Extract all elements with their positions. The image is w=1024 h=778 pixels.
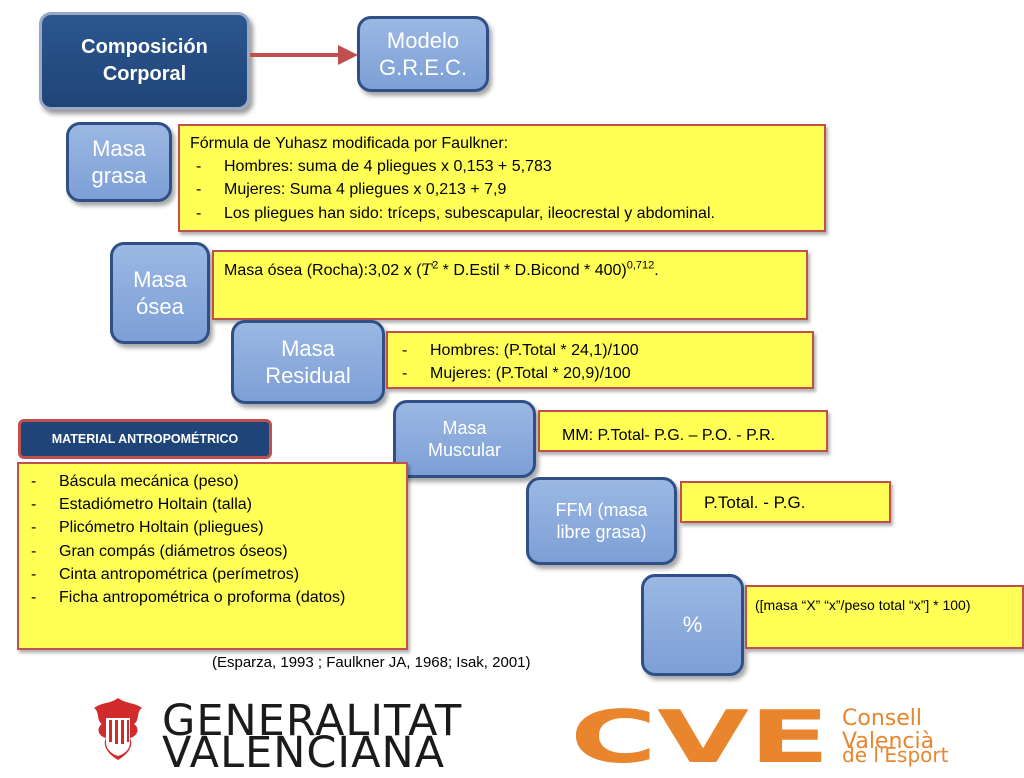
grasa-formula-title: Fórmula de Yuhasz modificada por Faulkne… <box>190 135 509 152</box>
cve-logo-icon: CVE <box>570 704 830 766</box>
list-item: Hombres: suma de 4 pliegues x 0,153 + 5,… <box>190 155 814 178</box>
osea-formula: Masa ósea (Rocha):3,02 x (T2 * D.Estil *… <box>224 259 659 279</box>
list-item: Cinta antropométrica (perímetros) <box>25 563 400 586</box>
ffm-panel: P.Total. - P.G. <box>680 481 891 523</box>
list-item: Estadiómetro Holtain (talla) <box>25 493 400 516</box>
composicion-corporal-box: Composición Corporal <box>39 12 250 110</box>
list-item: Gran compás (diámetros óseos) <box>25 540 400 563</box>
list-item: Plicómetro Holtain (pliegues) <box>25 516 400 539</box>
masa-muscular-box: Masa Muscular <box>393 400 536 478</box>
cve-logo-line2: Valencià <box>842 729 935 754</box>
list-item: Mujeres: Suma 4 pliegues x 0,213 + 7,9 <box>190 178 814 201</box>
list-item: Mujeres: (P.Total * 20,9)/100 <box>396 362 804 385</box>
masa-residual-box: Masa Residual <box>231 320 385 404</box>
masa-osea-panel: Masa ósea (Rocha):3,02 x (T2 * D.Estil *… <box>212 250 808 320</box>
generalitat-emblem-icon <box>94 698 142 760</box>
list-item: Ficha antropométrica o proforma (datos) <box>25 586 400 609</box>
list-item: Los pliegues han sido: tríceps, subescap… <box>190 202 814 225</box>
cve-logo-line3: de l'Esport <box>842 743 949 767</box>
list-item: Hombres: (P.Total * 24,1)/100 <box>396 339 804 362</box>
masa-grasa-panel: Fórmula de Yuhasz modificada por Faulkne… <box>178 124 826 232</box>
masa-grasa-box: Masa grasa <box>66 122 172 202</box>
masa-residual-panel: Hombres: (P.Total * 24,1)/100 Mujeres: (… <box>386 331 814 389</box>
material-list: Báscula mecánica (peso) Estadiómetro Hol… <box>25 470 400 609</box>
generalitat-logo-line2: VALENCIANA <box>162 728 446 778</box>
material-panel: Báscula mecánica (peso) Estadiómetro Hol… <box>17 462 408 650</box>
modelo-grec-box: Modelo G.R.E.C. <box>357 16 489 92</box>
cve-mark-text: CVE <box>570 704 830 766</box>
cve-logo-line1: Consell <box>842 706 922 731</box>
residual-formula-list: Hombres: (P.Total * 24,1)/100 Mujeres: (… <box>396 339 804 386</box>
arrow-icon <box>250 45 358 65</box>
reference-text: (Esparza, 1993 ; Faulkner JA, 1968; Isak… <box>212 654 531 671</box>
ffm-box: FFM (masa libre grasa) <box>526 477 677 565</box>
porcentaje-box: % <box>641 574 744 676</box>
grasa-formula-list: Hombres: suma de 4 pliegues x 0,153 + 5,… <box>190 155 814 225</box>
generalitat-logo-line1: GENERALITAT <box>162 696 463 746</box>
masa-muscular-panel: MM: P.Total- P.G. – P.O. - P.R. <box>538 410 828 452</box>
masa-osea-box: Masa ósea <box>110 242 210 344</box>
porcentaje-panel: ([masa “X” “x”/peso total “x”] * 100) <box>745 585 1024 649</box>
material-title-box: MATERIAL ANTROPOMÉTRICO <box>18 419 272 459</box>
list-item: Báscula mecánica (peso) <box>25 470 400 493</box>
